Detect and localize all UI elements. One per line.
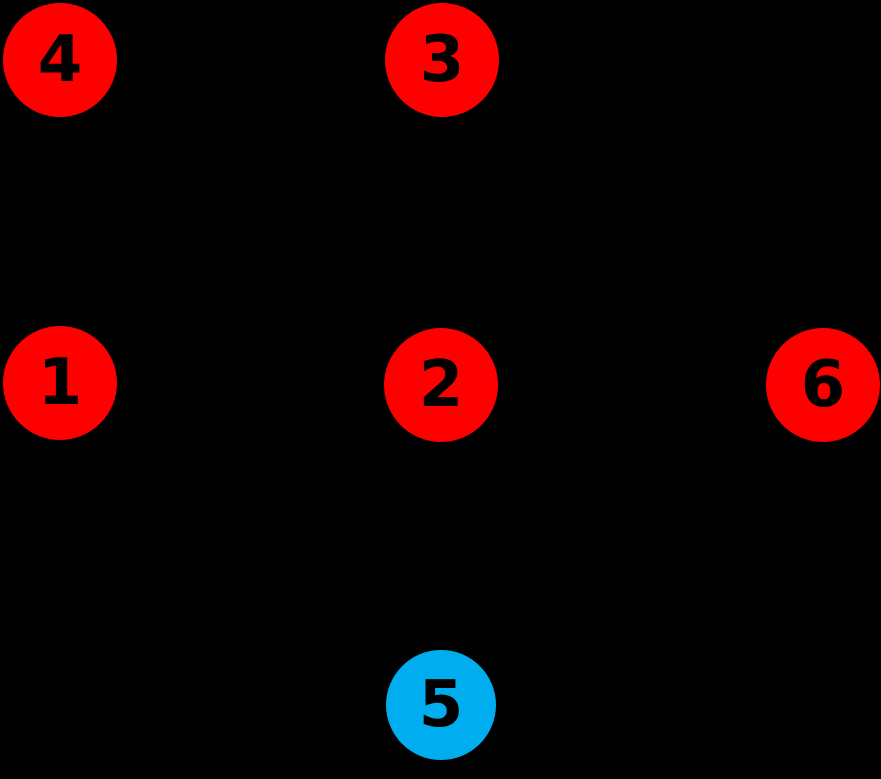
node-label: 2 xyxy=(418,348,464,422)
node-label: 1 xyxy=(37,346,83,420)
graph-node-3[interactable]: 3 xyxy=(385,3,499,117)
node-label: 5 xyxy=(418,668,464,742)
graph-node-4[interactable]: 4 xyxy=(3,3,117,117)
graph-node-5[interactable]: 5 xyxy=(386,650,496,760)
graph-node-6[interactable]: 6 xyxy=(766,328,880,442)
node-label: 6 xyxy=(800,348,846,422)
node-label: 4 xyxy=(37,23,83,97)
graph-node-1[interactable]: 1 xyxy=(3,326,117,440)
graph-node-2[interactable]: 2 xyxy=(384,328,498,442)
node-label: 3 xyxy=(419,23,465,97)
